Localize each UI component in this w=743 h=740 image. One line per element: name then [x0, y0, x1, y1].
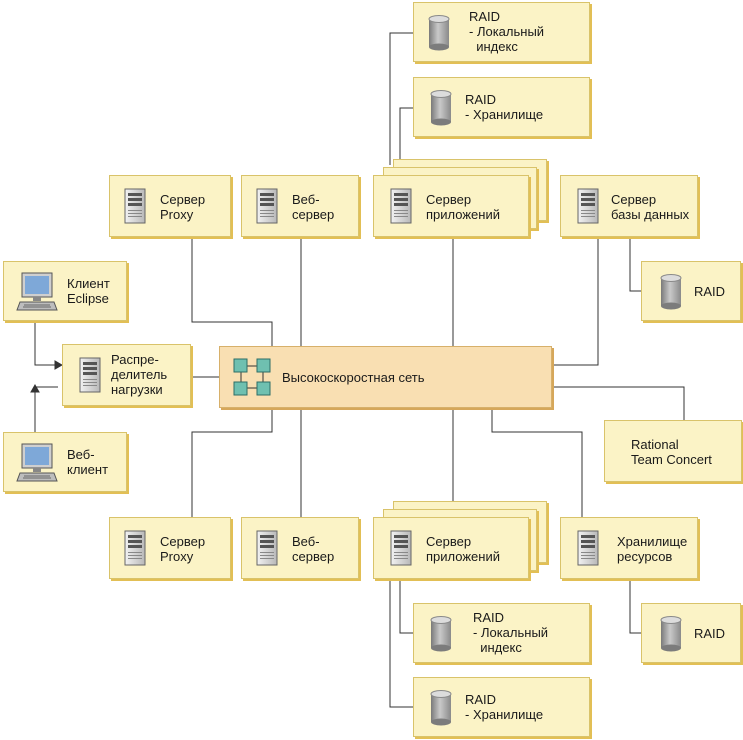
server-icon: [390, 188, 412, 224]
line-raid-resources: [629, 579, 641, 634]
disk-cylinder-icon: [660, 616, 682, 652]
raid-local-index-bottom-label: RAID - Локальный индекс: [473, 610, 549, 655]
raid-db[interactable]: RAID: [641, 261, 741, 321]
raid-storage-top-label: RAID - Хранилище: [465, 92, 544, 122]
desktop-computer-icon: [16, 272, 58, 311]
load-balancer-label: Распре- делитель нагрузки: [111, 352, 168, 397]
server-icon: [79, 357, 101, 393]
app-server-top-label: Сервер приложений: [426, 192, 500, 222]
disk-cylinder-icon: [430, 90, 452, 126]
proxy-server-bottom-label: Сервер Proxy: [160, 534, 206, 564]
raid-db-label: RAID: [694, 284, 726, 299]
raid-resources[interactable]: RAID: [641, 603, 741, 663]
app-server-bottom[interactable]: Сервер приложений: [373, 517, 529, 579]
resource-storage-label: Хранилище ресурсов: [617, 534, 688, 564]
server-icon: [577, 530, 599, 566]
raid-local-index-top[interactable]: RAID - Локальный индекс: [413, 2, 590, 62]
rational-team-concert[interactable]: Rational Team Concert: [604, 420, 742, 482]
line-db-top: [552, 237, 599, 366]
server-icon: [577, 188, 599, 224]
eclipse-client-label: Клиент Eclipse: [67, 276, 110, 306]
raid-local-index-top-label: RAID - Локальный индекс: [469, 9, 545, 54]
line-raid-storage-bottom: [389, 579, 413, 708]
desktop-computer-icon: [16, 443, 58, 482]
raid-local-index-bottom[interactable]: RAID - Локальный индекс: [413, 603, 590, 663]
network-icon: [233, 358, 271, 396]
disk-cylinder-icon: [428, 15, 450, 51]
raid-storage-top[interactable]: RAID - Хранилище: [413, 77, 590, 137]
raid-storage-bottom-label: RAID - Хранилище: [465, 692, 544, 722]
raid-resources-label: RAID: [694, 626, 726, 641]
connector-lines: [30, 32, 685, 708]
web-client[interactable]: Веб- клиент: [3, 432, 127, 492]
network-label: Высокоскоростная сеть: [282, 370, 425, 385]
proxy-server-bottom[interactable]: Сервер Proxy: [109, 517, 231, 579]
line-rtc: [552, 386, 685, 420]
line-raid-index-top: [389, 32, 413, 165]
line-proxy-bottom: [191, 408, 273, 517]
db-server-top[interactable]: Сервер базы данных: [560, 175, 698, 237]
eclipse-client[interactable]: Клиент Eclipse: [3, 261, 127, 321]
rtc-label: Rational Team Concert: [631, 437, 712, 467]
server-icon: [256, 188, 278, 224]
load-balancer[interactable]: Распре- делитель нагрузки: [62, 344, 191, 406]
server-icon: [124, 188, 146, 224]
web-client-label: Веб- клиент: [67, 447, 109, 477]
web-server-top[interactable]: Веб- сервер: [241, 175, 359, 237]
web-server-top-label: Веб- сервер: [292, 192, 335, 222]
app-server-bottom-label: Сервер приложений: [426, 534, 500, 564]
server-icon: [256, 530, 278, 566]
resource-storage[interactable]: Хранилище ресурсов: [560, 517, 698, 579]
disk-cylinder-icon: [660, 274, 682, 310]
line-raid-db: [629, 237, 641, 292]
proxy-server-top[interactable]: Сервер Proxy: [109, 175, 231, 237]
proxy-server-top-label: Сервер Proxy: [160, 192, 206, 222]
raid-storage-bottom[interactable]: RAID - Хранилище: [413, 677, 590, 737]
high-speed-network[interactable]: Высокоскоростная сеть: [219, 346, 552, 408]
line-eclipse-client: [34, 322, 58, 366]
web-server-bottom-label: Веб- сервер: [292, 534, 335, 564]
arrow-eclipse: [54, 360, 64, 370]
server-icon: [390, 530, 412, 566]
app-server-top[interactable]: Сервер приложений: [373, 175, 529, 237]
web-server-bottom[interactable]: Веб- сервер: [241, 517, 359, 579]
line-proxy-top: [191, 237, 273, 346]
disk-cylinder-icon: [430, 690, 452, 726]
line-raid-index-bottom: [399, 579, 413, 634]
line-storage-bottom: [491, 408, 583, 517]
db-server-top-label: Сервер базы данных: [611, 192, 690, 222]
server-icon: [124, 530, 146, 566]
line-raid-storage-top: [399, 107, 413, 161]
disk-cylinder-icon: [430, 616, 452, 652]
arrow-webclient: [30, 383, 40, 393]
line-web-client: [34, 386, 58, 432]
